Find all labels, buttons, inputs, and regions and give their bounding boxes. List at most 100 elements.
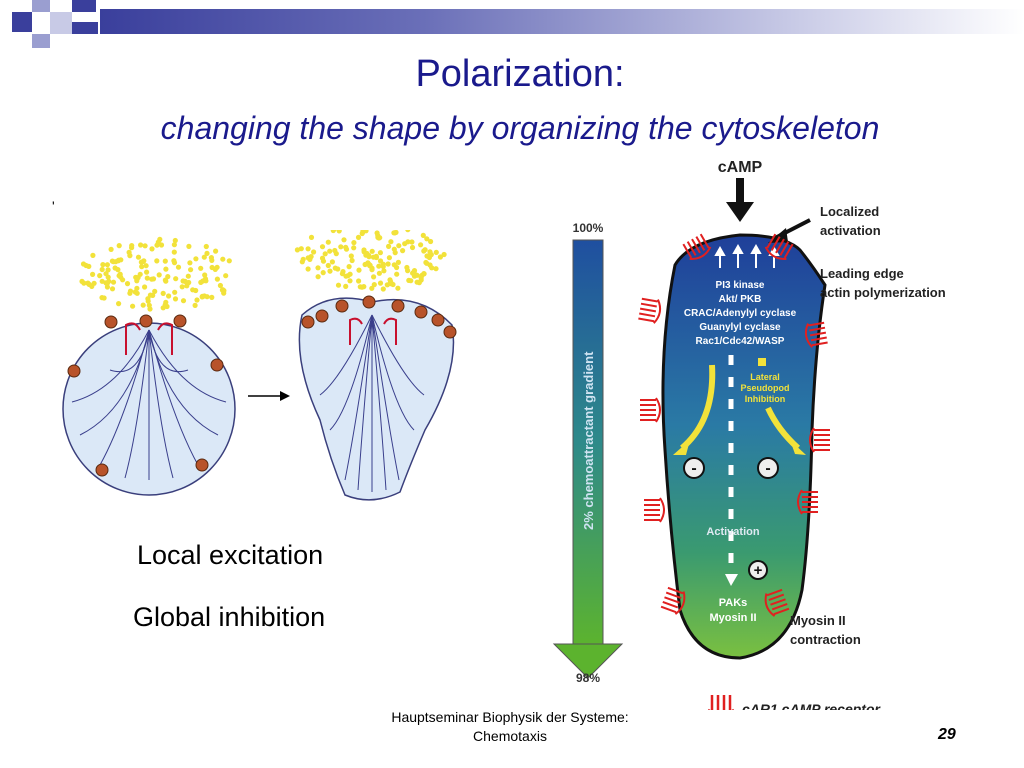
chemoattractant-dot [346,264,352,270]
chemoattractant-dot [103,271,109,277]
chemoattractant-dot [330,230,336,234]
chemoattractant-dot [315,265,321,271]
chemoattractant-dot [341,237,347,243]
chemoattractant-dot [180,298,187,304]
chemoattractant-dot [142,284,148,290]
chemoattractant-dot [424,236,430,242]
chemoattractant-dot [105,267,111,273]
chemoattractant-dot [202,276,209,282]
chemoattractant-dot [365,260,371,266]
chemoattractant-dot [118,257,124,263]
camp-label: cAMP [718,159,763,176]
leading-edge-arrows [714,243,780,268]
chemoattractant-dot [116,301,122,307]
chemoattractant-dot [418,242,424,248]
localized-line1: Localized [820,204,879,219]
chemoattractant-dot [366,254,372,260]
yellow-arrowhead-right [790,440,806,455]
chemoattractant-dot [194,297,200,303]
round-cell-receptors [67,314,224,477]
chemoattractant-dot [193,256,199,262]
chemoattractant-dot [348,253,354,259]
chemoattractant-dot [394,264,400,271]
chemoattractant-dot [149,246,155,252]
gradient-top-label: 100% [573,221,604,235]
pathway-item: Rac1/Cdc42/WASP [696,336,785,347]
chemoattractant-dot [213,248,219,254]
chemoattractant-dot [380,263,386,270]
chemoattractant-dot [377,258,384,264]
chemoattractant-dot [185,273,191,279]
chemoattractant-dot [335,282,342,288]
chemoattractant-dot [141,258,147,264]
chemoattractant-dot [192,302,198,308]
paks-label: PAKs [719,597,748,609]
chemoattractant-dot [376,270,382,276]
chemoattractant-dot [86,281,92,287]
activation-arrowhead [725,574,738,586]
chemoattractant-dot [319,255,326,261]
chemoattractant-dot [305,246,311,252]
corner-square-5 [32,34,50,48]
chemoattractant-dot [386,255,392,261]
chemoattractant-dot [156,272,162,278]
chemoattractant-dot [381,268,387,274]
label-global-inhibition: Global inhibition [133,602,326,632]
chemoattractant-dot [162,258,168,264]
chemoattractant-dot [163,299,169,305]
chemoattractant-dot [209,257,215,263]
chemoattractant-dot [172,296,179,302]
chemoattractant-dot [163,266,169,272]
chemoattractant-dot [99,266,105,273]
chemoattractant-dot [138,242,144,248]
leading-edge-line2: actin polymerization [820,285,946,300]
minus-sign-left-text: - [691,460,696,477]
chemotaxis-cell-diagram: 100% 98% 2% chemoattractant gradient cAM… [552,159,946,710]
svg-text:Lateral: Lateral [750,372,780,382]
chemoattractant-dot [351,240,357,246]
chemoattractant-dot [420,232,426,238]
chemoattractant-dot [186,243,192,249]
chemoattractant-dot [298,246,304,252]
migrating-cell [661,233,827,660]
chemoattractant-dot [329,259,335,265]
chemoattractant-dot [104,262,110,268]
chemoattractant-dot [376,235,382,241]
chemoattractant-dot [345,273,351,279]
chemoattractant-dot [110,279,117,285]
pathway-item: Akt/ PKB [719,294,762,305]
chemoattractant-dot [319,244,326,250]
chemoattractant-dot [90,252,96,258]
pathway-item: Guanylyl cyclase [699,322,781,333]
chemoattractant-dot [152,288,158,294]
polarized-cell-filaments [319,314,425,492]
leading-edge-line1: Leading edge [820,266,904,281]
chemoattractant-dot [409,239,415,245]
chemoattractant-dot [139,264,145,270]
chemoattractant-dot [327,268,333,274]
car1-receptors [638,233,830,617]
chemoattractant-dot [307,256,313,262]
chemoattractant-dot [134,275,140,281]
chemoattractant-dot [101,295,107,301]
localized-line2: activation [820,223,881,238]
chemoattractant-dot [392,230,398,236]
receptor-squiggle [764,233,794,260]
page-number: 29 [938,726,956,743]
chemoattractant-dot [108,246,114,252]
chemoattractant-dot [395,285,401,291]
chemoattractant-dot [377,250,383,256]
chemoattractant-dot [325,262,331,269]
chemoattractant-dot [209,294,215,300]
receptor-legend-icon [708,695,734,710]
chemoattractant-dot [369,248,375,254]
chemoattractant-dot [127,290,133,296]
chemoattractant-dot [428,238,434,245]
chemoattractant-dot [343,283,349,289]
label-local-excitation: Local excitation [137,540,324,570]
chemoattractant-dot [165,274,171,280]
gradient-arrowhead [552,643,624,679]
chemoattractant-dot [356,278,362,284]
chemoattractant-dot [386,243,392,249]
chemoattractant-dot [343,246,350,252]
